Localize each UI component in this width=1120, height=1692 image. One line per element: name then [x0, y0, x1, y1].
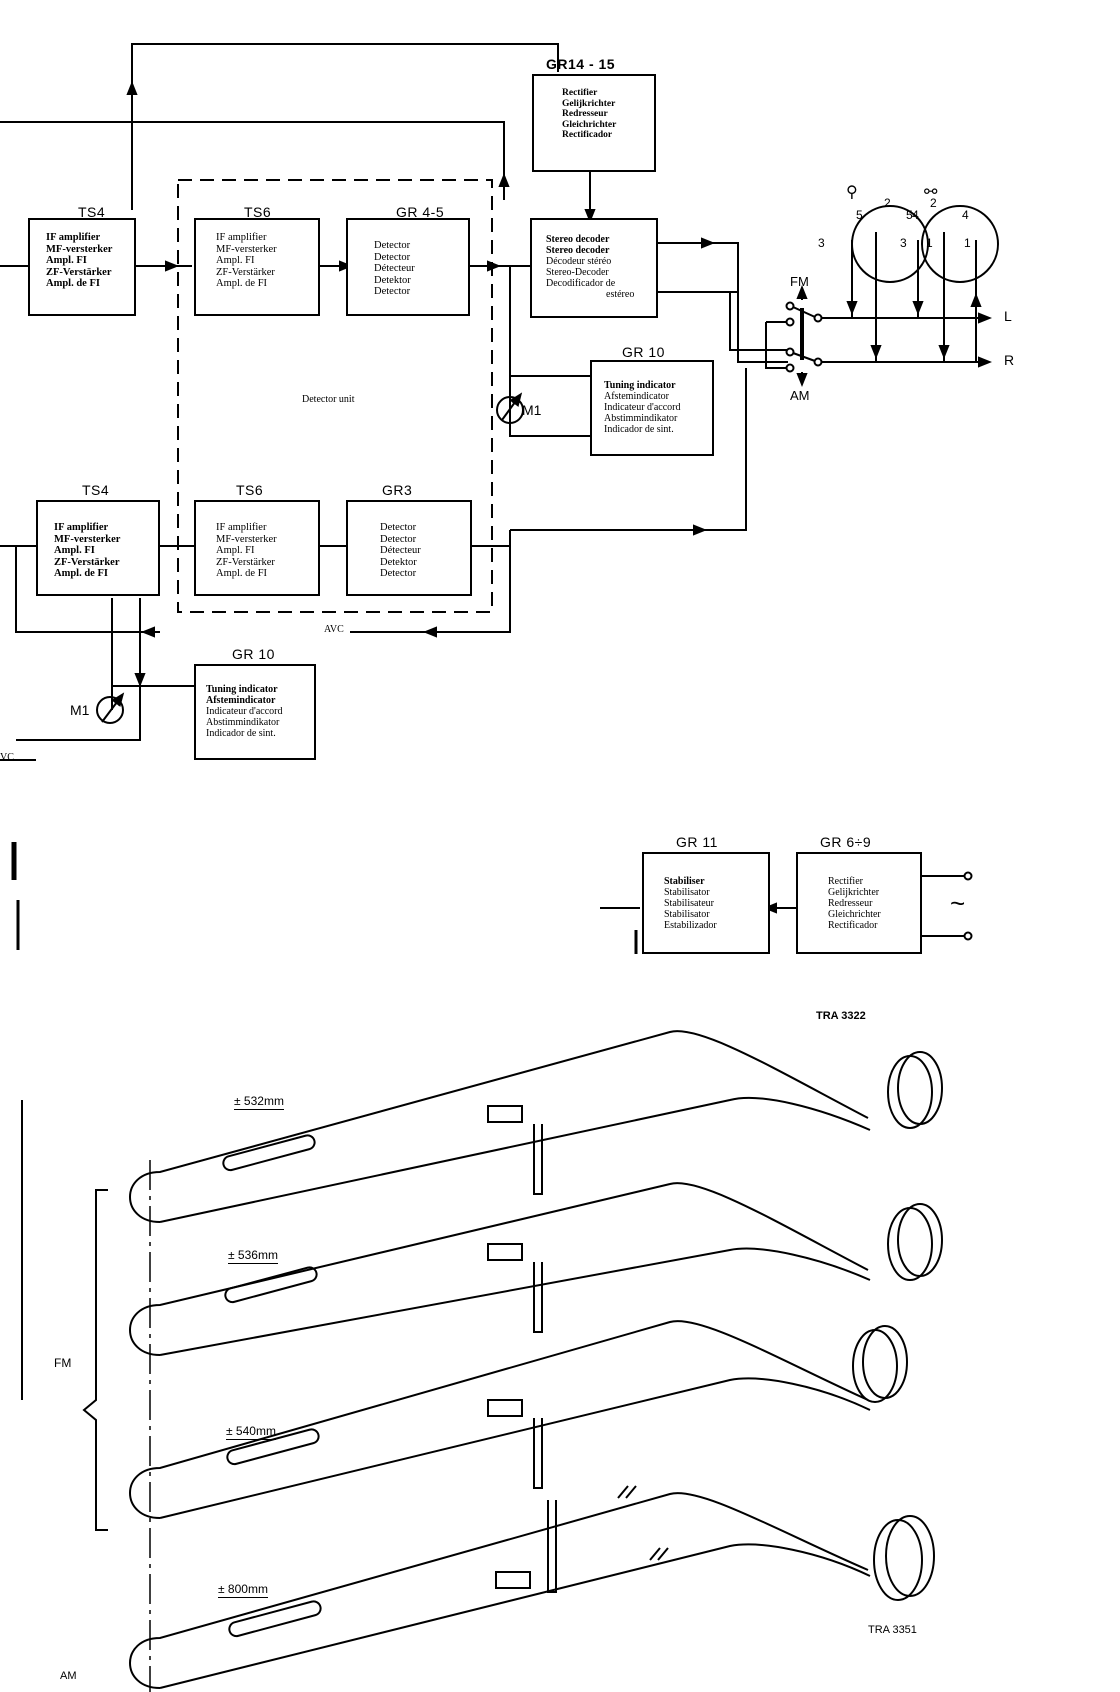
gr4-5-ref-label: GR 4-5 — [396, 204, 445, 220]
coil-4 — [228, 1600, 322, 1638]
socket1-pin-5: 5 — [856, 208, 863, 222]
tape-recorder-icon: ⚯ — [924, 184, 938, 201]
socket2-pin-5: 5 — [906, 208, 913, 222]
fm-brace — [82, 1189, 108, 1531]
wire-decoder-out-right — [658, 291, 788, 351]
am-group-label: AM — [60, 1670, 77, 1682]
ts6-fm-ref-label: TS6 — [244, 204, 272, 220]
output-left-label: L — [1004, 308, 1012, 324]
gr10-am-ref-label: GR 10 — [232, 646, 275, 662]
socket1-pin-2: 2 — [884, 196, 891, 210]
block-gr11-stabiliser: Stabiliser Stabilisator Stabilisateur St… — [642, 852, 770, 954]
socket2-pin-4: 4 — [962, 208, 969, 222]
block-gr14-rectifier: Rectifier Gelijkrichter Redresseur Gleic… — [532, 74, 656, 172]
switch-am-label: AM — [790, 388, 810, 403]
block-gr6-9-rectifier: Rectifier Gelijkrichter Redresseur Gleic… — [796, 852, 922, 954]
fm-group-label: FM — [54, 1356, 72, 1370]
avc-left-label: VC — [0, 752, 14, 763]
gr10-fm-ref-label: GR 10 — [622, 344, 665, 360]
gr6-9-ref-label: GR 6÷9 — [820, 834, 872, 850]
socket2-pin-1: 1 — [964, 236, 971, 250]
socket1-pin-3: 3 — [818, 236, 825, 250]
coil-2 — [224, 1266, 318, 1304]
loop-coil-2 — [897, 1203, 943, 1277]
socket2-pin-3: 3 — [900, 236, 907, 250]
block-gr10-fm-tuning-indicator: Tuning indicator Afstemindicator Indicat… — [590, 360, 714, 456]
margin-marks — [11, 842, 23, 1400]
cord-length-2: ± 536mm — [228, 1248, 278, 1264]
meter-m1-am — [96, 696, 124, 724]
wire-decoder-out-left — [658, 242, 788, 363]
drawing-ref-bottom: TRA 3351 — [868, 1624, 917, 1636]
microphone-icon: ⚲ — [846, 184, 858, 201]
block-ts4-fm-if-amplifier: IF amplifier MF-versterker Ampl. FI ZF-V… — [28, 218, 136, 316]
avc-label: AVC — [320, 624, 348, 635]
block-stereo-decoder: Stereo decoder Stereo decoder Décodeur s… — [530, 218, 658, 318]
gr14-ref-label: GR14 - 15 — [546, 56, 616, 72]
meter-m1-fm-label: M1 — [522, 402, 542, 418]
wire-top-bus — [131, 43, 559, 210]
signal-lines — [0, 43, 999, 954]
antenna-cords — [82, 1030, 943, 1692]
detector-unit-label: Detector unit — [302, 394, 355, 405]
block-gr3-detector: Detector Detector Détecteur Detektor Det… — [346, 500, 472, 596]
socket2-pin-2: 2 — [930, 196, 937, 210]
wire-to-gr10-fm — [509, 266, 590, 437]
ts6-am-ref-label: TS6 — [236, 482, 264, 498]
socket1-pin-1: 1 — [926, 236, 933, 250]
meter-m1-am-label: M1 — [70, 702, 90, 718]
block-ts6-fm-if-amplifier: IF amplifier MF-versterker Ampl. FI ZF-V… — [194, 218, 320, 316]
output-right-label: R — [1004, 352, 1015, 368]
drawing-ref-top: TRA 3322 — [816, 1010, 866, 1022]
coil-1 — [222, 1134, 316, 1172]
gr3-ref-label: GR3 — [382, 482, 413, 498]
detector-unit-frame — [177, 179, 493, 613]
cord-length-3: ± 540mm — [226, 1424, 276, 1440]
din-socket-2 — [921, 205, 999, 283]
switch-fm-label: FM — [790, 274, 809, 289]
loop-coil-1 — [897, 1051, 943, 1125]
loop-coil-4 — [885, 1515, 935, 1597]
block-ts6-am-if-amplifier: IF amplifier MF-versterker Ampl. FI ZF-V… — [194, 500, 320, 596]
wire-am-detector-out — [510, 368, 747, 531]
loop-coil-3 — [862, 1325, 908, 1399]
cord-length-1: ± 532mm — [234, 1094, 284, 1110]
wire-upper-feed — [0, 121, 505, 200]
block-gr10-am-tuning-indicator: Tuning indicator Afstemindicator Indicat… — [194, 664, 316, 760]
socket1-pin-4: 4 — [912, 208, 919, 222]
ts4-fm-ref-label: TS4 — [78, 204, 106, 220]
block-gr4-5-detector: Detector Detector Détecteur Detektor Det… — [346, 218, 470, 316]
ac-mains-symbol: ~ — [950, 888, 966, 918]
block-ts4-am-if-amplifier: IF amplifier MF-versterker Ampl. FI ZF-V… — [36, 500, 160, 596]
ts4-am-ref-label: TS4 — [82, 482, 110, 498]
cord-length-4: ± 800mm — [218, 1582, 268, 1598]
gr11-ref-label: GR 11 — [676, 834, 718, 850]
